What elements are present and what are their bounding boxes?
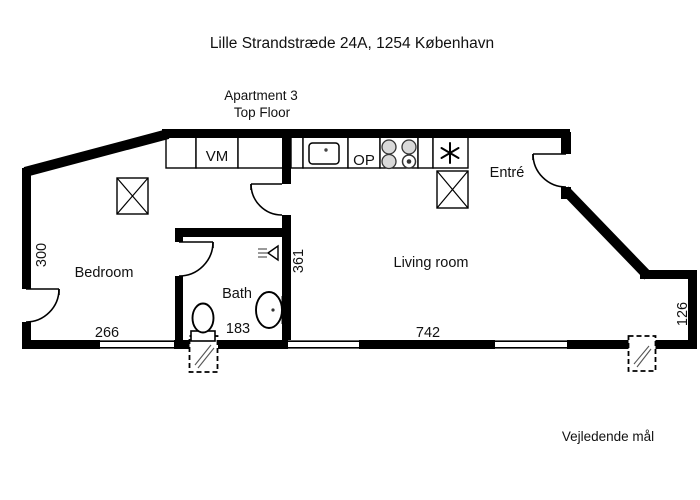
dim-living-width: 742 xyxy=(416,325,440,341)
room-label-bath: Bath xyxy=(222,286,252,302)
windows xyxy=(100,340,567,349)
wall-bath-top xyxy=(175,228,291,237)
wall-bottom xyxy=(567,340,629,349)
room-label-living: Living room xyxy=(394,255,469,271)
wall-entry-jamb-upper xyxy=(561,132,571,154)
wall-bottom xyxy=(218,340,288,349)
wall-bottom xyxy=(359,340,495,349)
washing-machine-cell xyxy=(195,135,239,169)
skylight-icon-entry xyxy=(436,170,469,209)
shower-icon xyxy=(258,244,279,262)
living-roof-window xyxy=(627,335,657,372)
balcony-door xyxy=(25,288,60,323)
bedroom-door xyxy=(250,183,283,216)
stove-icon xyxy=(381,139,417,170)
wall-left-upper xyxy=(22,168,31,289)
fixtures xyxy=(116,139,469,342)
wall-right-horizontal xyxy=(640,270,697,279)
washing-machine-label: VM xyxy=(206,148,229,165)
bath-door xyxy=(178,241,214,277)
counter-cell xyxy=(417,135,434,169)
dim-entry-side: 126 xyxy=(675,302,691,326)
floor-label: Top Floor xyxy=(234,105,291,120)
freezer-icon xyxy=(440,142,460,164)
glass-hatch xyxy=(633,345,650,365)
wall-right-diagonal xyxy=(561,186,652,280)
doors xyxy=(25,153,567,323)
wall-top xyxy=(162,129,570,138)
wall-bottom xyxy=(174,340,190,349)
oven-label: OP xyxy=(353,152,375,169)
wall-bottom xyxy=(655,340,697,349)
room-label-bedroom: Bedroom xyxy=(75,265,134,281)
wall-bath-left-upper xyxy=(175,228,183,242)
wall-topleft-diagonal xyxy=(23,129,170,177)
counter-cell xyxy=(290,135,304,169)
toilet-icon xyxy=(190,302,216,342)
glass-hatch xyxy=(636,348,652,368)
closet-cell xyxy=(165,135,197,169)
page-title: Lille Strandstræde 24A, 1254 København xyxy=(210,35,494,52)
closet-cell xyxy=(237,135,284,169)
walls xyxy=(22,129,697,349)
dim-bedroom-width: 266 xyxy=(95,325,119,341)
disclaimer-note: Vejledende mål xyxy=(562,429,654,444)
apartment-label: Apartment 3 xyxy=(224,88,298,103)
labels: Lille Strandstræde 24A, 1254 København A… xyxy=(34,35,691,444)
wall-divider-upper xyxy=(282,137,291,184)
dim-bedroom-depth: 300 xyxy=(34,243,50,267)
wall-left-lower xyxy=(22,322,31,349)
dim-bath-depth: 361 xyxy=(291,249,307,273)
skylight-icon-bedroom xyxy=(116,177,149,215)
sink-icon xyxy=(308,142,340,165)
wall-bath-left-lower xyxy=(175,276,183,340)
wall-entry-jamb-lower xyxy=(561,187,571,199)
dim-bath-width: 183 xyxy=(226,321,250,337)
wall-right xyxy=(688,270,697,349)
washbasin-icon xyxy=(255,291,284,329)
wall-divider-lower xyxy=(282,215,291,340)
roof-windows xyxy=(188,335,657,373)
entry-door xyxy=(532,153,567,188)
room-label-entry: Entré xyxy=(490,165,525,181)
glass-hatch xyxy=(194,344,212,366)
wall-bottom xyxy=(22,340,100,349)
glass-hatch xyxy=(197,347,215,369)
